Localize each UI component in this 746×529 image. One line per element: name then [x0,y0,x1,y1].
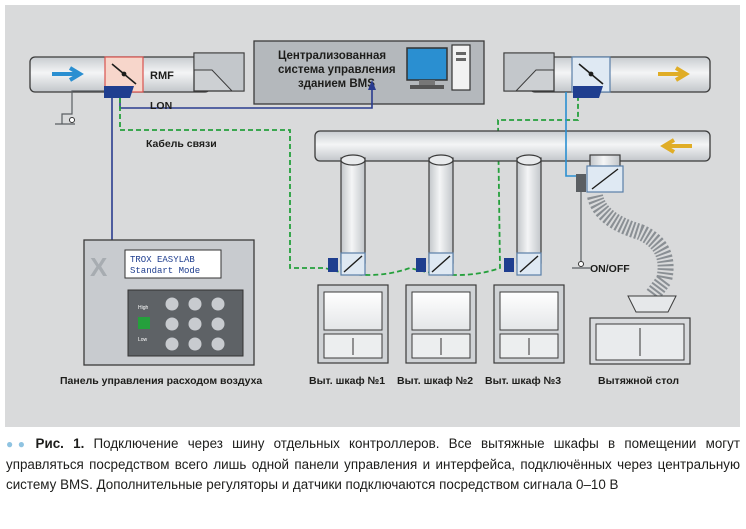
sensor-signal-left [61,90,104,124]
figure-caption: ●● Рис. 1. Подключение через шину отдельн… [6,434,740,496]
exhaust-duct-top [529,56,711,93]
panel-caption: Панель управления расходом воздуха [60,375,262,387]
figure-number: Рис. 1. [35,436,85,451]
panel-logo: X [90,252,108,282]
exhaust-table [576,154,691,365]
panel-brand: TROX EASYLAB [130,255,195,265]
supply-grille [193,52,245,92]
hood-2-label: Выт. шкаф №2 [397,375,473,387]
onoff-switch-cable [572,192,590,269]
table-label: Вытяжной стол [598,375,679,387]
lon-label: LON [150,100,172,112]
exhaust-arrow-icon [658,66,690,82]
hood-2-controller [416,258,426,272]
fume-hood-3 [493,284,565,364]
lon-arrow-icon [368,80,376,90]
table-signal-cable [565,92,576,177]
bus-cable [119,98,579,276]
rmf-label: RMF [150,70,174,82]
hood-1-controller [328,258,338,272]
key-low: Low [138,337,148,343]
bms-label-1: Централизованная [278,50,386,62]
hood-stack-2 [416,154,454,276]
computer-icon [406,44,471,91]
exhaust-duct-main [314,130,711,162]
fume-hood-1 [317,284,389,364]
panel-mode: Standart Mode [130,266,200,276]
return-arrow-icon [660,138,692,154]
rmf-controller [104,86,134,98]
bms-label-3: зданием BMS [298,78,375,90]
bms-box: Централизованная система управления здан… [253,40,485,105]
hood-1-label: Выт. шкаф №1 [309,375,385,387]
hood-stack-3 [504,154,542,276]
caption-bullet-icon: ●● [6,437,31,451]
exhaust-grille [503,52,555,92]
caption-text: Подключение через шину отдельных контрол… [6,436,740,492]
keypad [165,297,225,351]
hood-3-controller [504,258,514,272]
onoff-label: ON/OFF [590,263,630,275]
exhaust-controller-top [573,86,603,98]
bms-label-2: система управления [278,64,396,76]
hood-3-label: Выт. шкаф №3 [485,375,561,387]
fume-hood-2 [405,284,477,364]
control-panel: X TROX EASYLAB Standart Mode High Low [83,239,255,366]
led-indicator [138,317,150,329]
supply-arrow-icon [52,66,84,82]
key-high: High [138,305,149,311]
cable-label: Кабель связи [146,138,217,150]
hood-stack-1 [328,154,366,276]
